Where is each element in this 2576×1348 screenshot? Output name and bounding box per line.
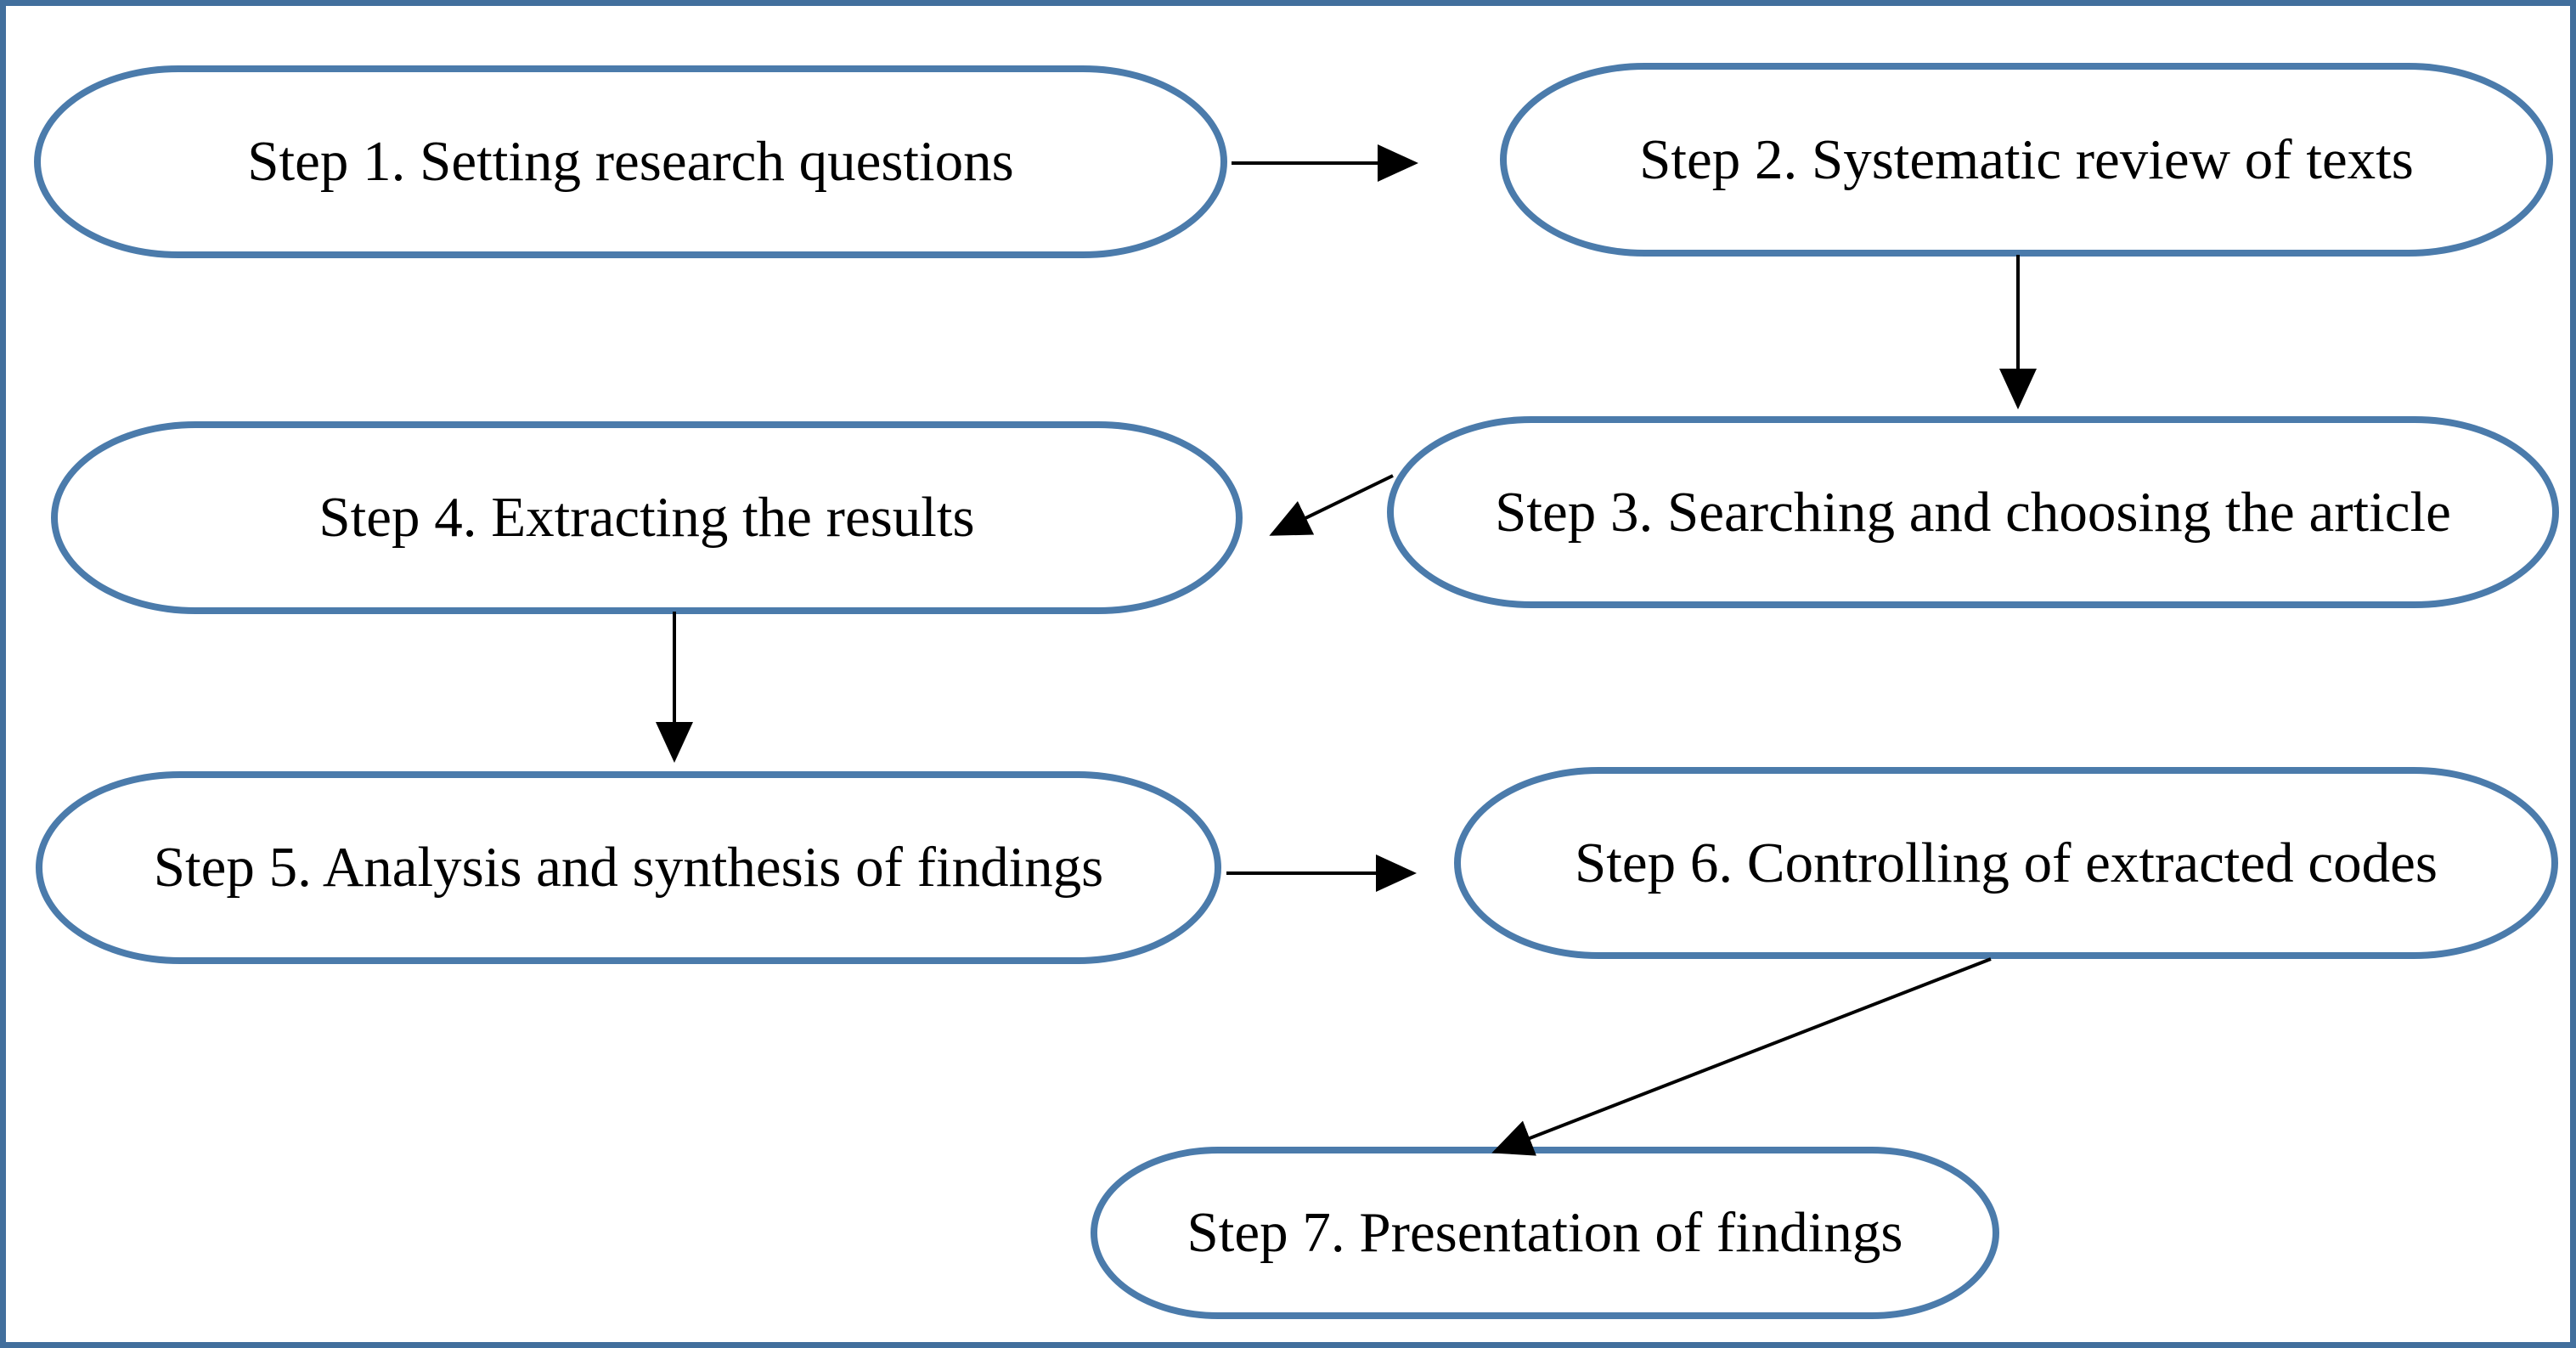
step-6-label: Step 6. Controlling of extracted codes bbox=[1575, 831, 2438, 894]
flowchart-node-step-1: Step 1. Setting research questions bbox=[34, 65, 1227, 258]
step-1-label: Step 1. Setting research questions bbox=[247, 130, 1014, 193]
arrow-step6-to-step7 bbox=[1491, 957, 1992, 1156]
step-4-label: Step 4. Extracting the results bbox=[318, 486, 975, 549]
step-2-label: Step 2. Systematic review of texts bbox=[1639, 127, 2414, 191]
flowchart-node-step-6: Step 6. Controlling of extracted codes bbox=[1454, 767, 2558, 959]
step-7-label: Step 7. Presentation of findings bbox=[1187, 1201, 1903, 1264]
flowchart-node-step-2: Step 2. Systematic review of texts bbox=[1500, 63, 2553, 257]
step-5-label: Step 5. Analysis and synthesis of findin… bbox=[153, 836, 1104, 899]
flowchart-node-step-3: Step 3. Searching and choosing the artic… bbox=[1387, 416, 2559, 608]
step-3-label: Step 3. Searching and choosing the artic… bbox=[1495, 480, 2451, 544]
flowchart-node-step-7: Step 7. Presentation of findings bbox=[1091, 1147, 1999, 1319]
flowchart-node-step-5: Step 5. Analysis and synthesis of findin… bbox=[36, 771, 1221, 964]
flowchart-node-step-4: Step 4. Extracting the results bbox=[51, 421, 1243, 614]
arrow-step3-to-step4 bbox=[1269, 474, 1394, 536]
